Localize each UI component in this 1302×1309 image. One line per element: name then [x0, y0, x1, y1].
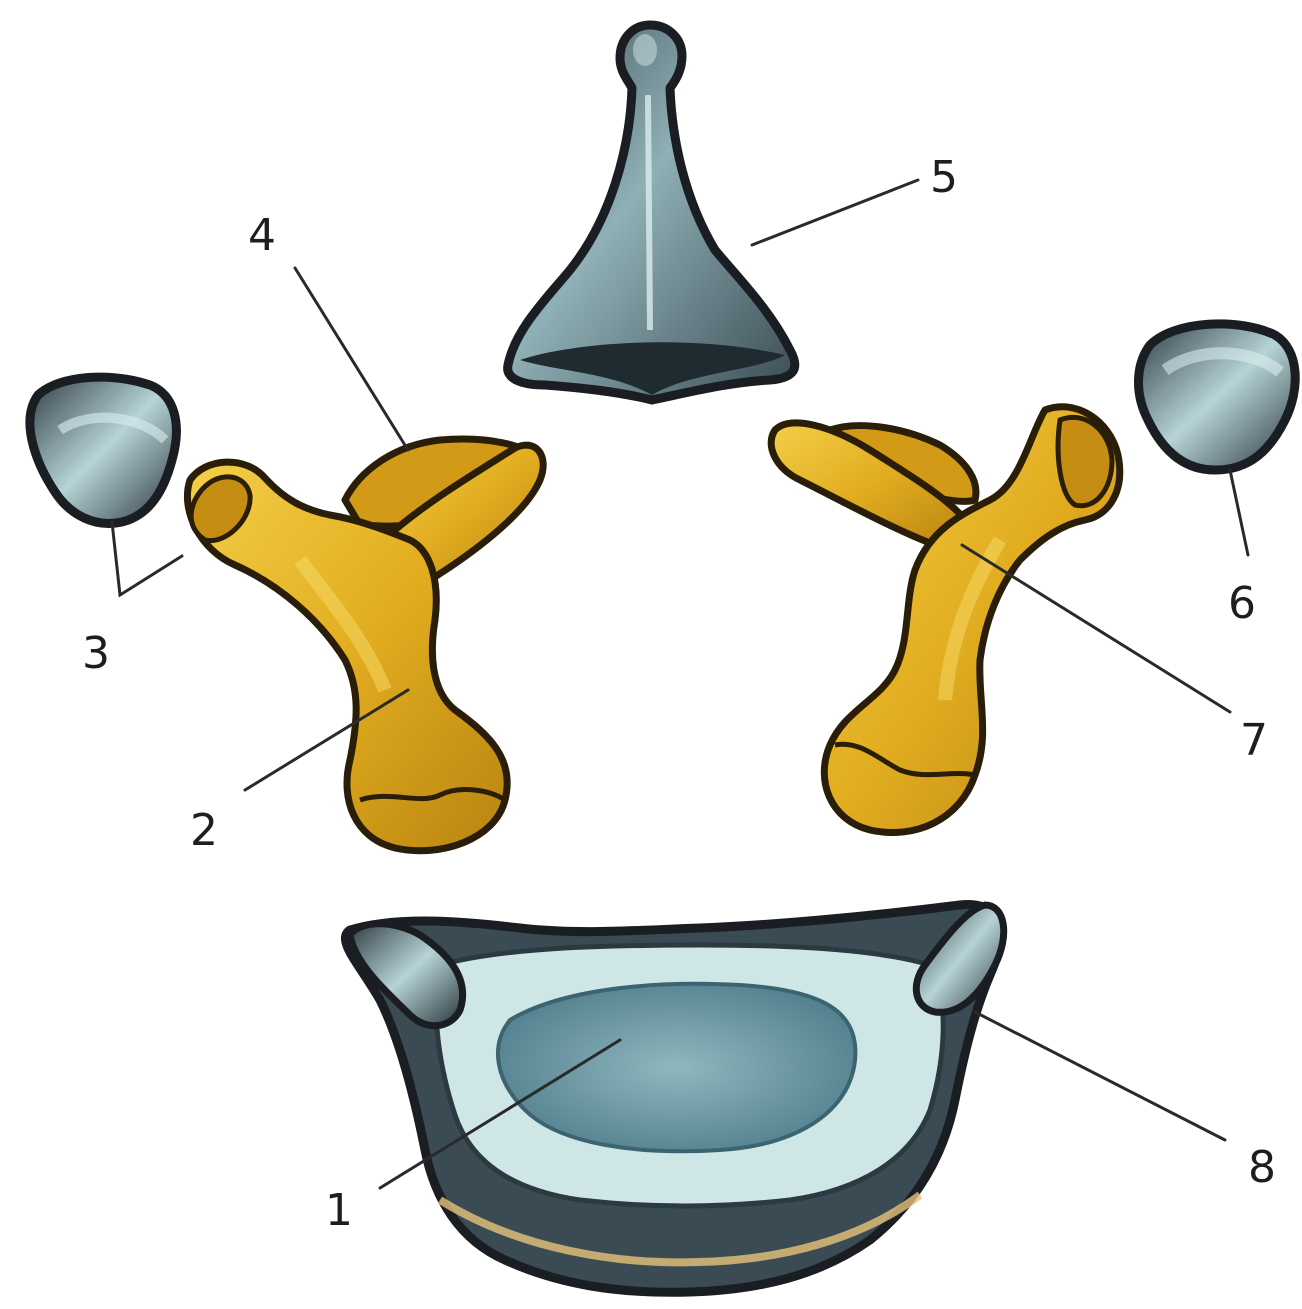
label-8: 8	[1248, 1142, 1276, 1193]
leader-line-4	[295, 268, 408, 450]
leader-line-8	[975, 1012, 1225, 1140]
right-ossification-nucleus	[1138, 324, 1295, 470]
label-7: 7	[1240, 715, 1268, 766]
left-vertebral-arch-half	[187, 439, 543, 851]
leader-line-7	[962, 545, 1230, 712]
leader-line-3	[112, 522, 182, 595]
leader-line-5	[752, 180, 918, 245]
spinous-process	[508, 25, 795, 400]
left-ossification-nucleus	[30, 377, 176, 523]
label-6: 6	[1228, 578, 1256, 629]
label-4: 4	[248, 210, 276, 261]
label-1: 1	[325, 1185, 353, 1236]
label-5: 5	[930, 152, 958, 203]
label-3: 3	[82, 628, 110, 679]
leader-line-6	[1230, 470, 1248, 555]
right-vertebral-arch-half	[771, 407, 1120, 833]
label-2: 2	[190, 805, 218, 856]
vertebral-body	[345, 904, 1003, 1292]
